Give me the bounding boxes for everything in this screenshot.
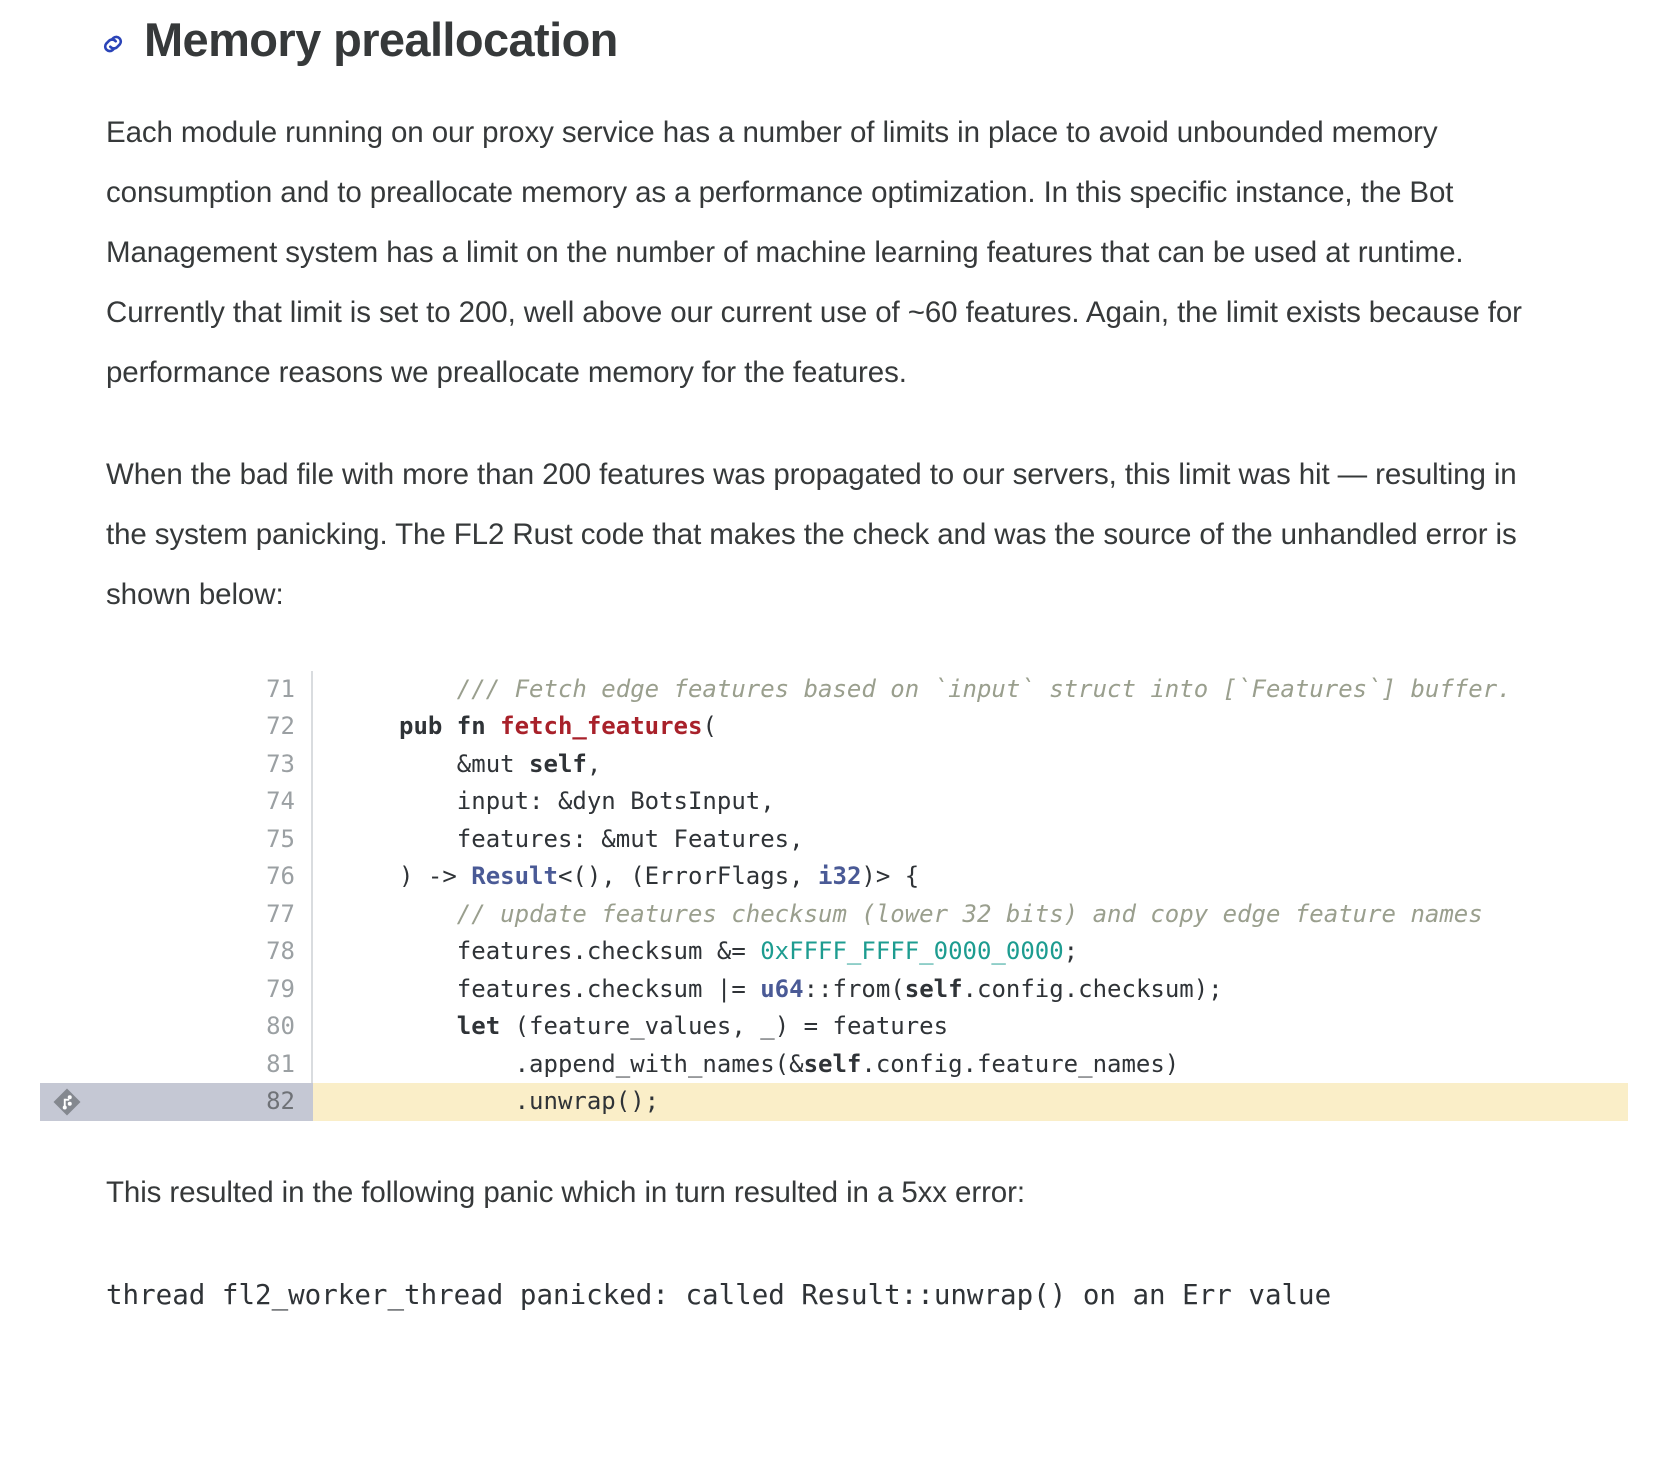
line-number-gutter: 71	[40, 670, 313, 709]
page-title: Memory preallocation	[144, 13, 618, 66]
line-number-gutter: 80	[40, 1008, 313, 1046]
panic-output: thread fl2_worker_thread panicked: calle…	[106, 1278, 1332, 1311]
article-body-lower: This resulted in the following panic whi…	[40, 1163, 1628, 1223]
code-token-plain: .unwrap();	[399, 1087, 660, 1116]
code-line-text: .append_with_names(&self.config.feature_…	[313, 1046, 1628, 1084]
paragraph-limit-hit: When the bad file with more than 200 fea…	[106, 457, 1517, 611]
line-number: 76	[266, 862, 295, 891]
line-number: 71	[266, 674, 295, 703]
code-token-plain: ;	[1063, 937, 1079, 966]
code-token-plain: (	[702, 712, 717, 741]
code-token-plain: features: &mut Features,	[399, 824, 804, 853]
code-token-comment: /// Fetch edge features based on `input`…	[456, 674, 1512, 703]
code-token-plain: ) ->	[399, 862, 472, 891]
code-line: 72 pub fn fetch_features(	[40, 708, 1628, 746]
line-number: 82	[266, 1087, 295, 1116]
code-token-plain: features.checksum |=	[399, 974, 761, 1003]
line-number: 81	[266, 1049, 295, 1078]
code-token-plain: .config.feature_names)	[861, 1049, 1180, 1078]
code-line: 78 features.checksum &= 0xFFFF_FFFF_0000…	[40, 933, 1628, 971]
code-line: 73 &mut self,	[40, 745, 1628, 784]
line-number: 74	[266, 787, 295, 816]
code-line: 79 features.checksum |= u64::from(self.c…	[40, 970, 1628, 1009]
article-body: Each module running on our proxy service…	[40, 103, 1628, 625]
code-token-fn: fetch_features	[500, 712, 703, 741]
code-token-comment: // update features checksum (lower 32 bi…	[456, 899, 1483, 928]
code-token-kw: pub fn	[399, 712, 501, 741]
code-line-text: .unwrap();	[313, 1083, 1628, 1121]
code-line-text: let (feature_values, _) = features	[313, 1008, 1628, 1046]
code-line-text: // update features checksum (lower 32 bi…	[313, 896, 1628, 934]
code-line-text: features.checksum &= 0xFFFF_FFFF_0000_00…	[313, 933, 1628, 971]
code-line: 75 features: &mut Features,	[40, 820, 1628, 859]
code-token-plain: ,	[586, 749, 602, 778]
code-token-plain	[399, 675, 457, 703]
line-number: 75	[266, 824, 295, 853]
line-number-gutter: 81	[40, 1045, 313, 1084]
code-token-plain: <(), (ErrorFlags,	[557, 862, 819, 891]
line-number: 78	[266, 937, 295, 966]
code-line-text: ) -> Result<(), (ErrorFlags, i32)> {	[313, 858, 1628, 896]
code-token-self: self	[803, 1049, 862, 1078]
code-line: 77 // update features checksum (lower 32…	[40, 895, 1628, 934]
code-token-plain: ::from(	[803, 974, 905, 1003]
code-line: 82 .unwrap();	[40, 1083, 1628, 1121]
section-heading: Memory preallocation	[40, 0, 1628, 67]
line-number: 79	[266, 974, 295, 1003]
code-token-plain: features.checksum &=	[399, 937, 761, 966]
code-line-text: input: &dyn BotsInput,	[313, 783, 1628, 821]
line-number: 72	[266, 712, 295, 741]
code-token-type: u64	[760, 974, 804, 1003]
line-number-gutter: 79	[40, 970, 313, 1009]
code-line-text: features.checksum |= u64::from(self.conf…	[313, 971, 1628, 1009]
line-number: 80	[266, 1012, 295, 1041]
line-number-gutter: 82	[40, 1083, 313, 1121]
line-number-gutter: 77	[40, 895, 313, 934]
code-token-num: 0xFFFF_FFFF_0000_0000	[760, 937, 1064, 966]
line-number: 77	[266, 899, 295, 928]
code-token-plain: (feature_values, _) = features	[500, 1012, 949, 1041]
code-token-self: self	[529, 749, 587, 778]
paragraph-memory-limits: Each module running on our proxy service…	[106, 115, 1522, 389]
line-number-gutter: 72	[40, 708, 313, 746]
code-line: 81 .append_with_names(&self.config.featu…	[40, 1045, 1628, 1084]
code-line-text: /// Fetch edge features based on `input`…	[313, 671, 1628, 709]
line-number-gutter: 76	[40, 858, 313, 896]
code-token-type: Result	[471, 862, 558, 891]
line-number-gutter: 74	[40, 783, 313, 821]
code-line: 71 /// Fetch edge features based on `inp…	[40, 670, 1628, 709]
code-token-plain: )> {	[861, 862, 920, 891]
code-token-plain: input: &dyn BotsInput,	[399, 787, 775, 816]
line-number: 73	[266, 749, 295, 778]
article-page: Memory preallocation Each module running…	[40, 0, 1628, 1311]
paragraph-panic-intro: This resulted in the following panic whi…	[106, 1175, 1025, 1209]
code-line-text: pub fn fetch_features(	[313, 708, 1628, 746]
code-token-plain: .config.checksum);	[962, 974, 1223, 1003]
line-number-gutter: 75	[40, 820, 313, 859]
code-token-type: i32	[818, 862, 862, 891]
link-icon[interactable]	[100, 31, 126, 57]
code-line-text: &mut self,	[313, 746, 1628, 784]
code-token-plain	[399, 1012, 457, 1040]
code-line: 80 let (feature_values, _) = features	[40, 1008, 1628, 1046]
code-token-self: self	[904, 974, 963, 1003]
line-number-gutter: 73	[40, 745, 313, 784]
rust-code-block[interactable]: 71 /// Fetch edge features based on `inp…	[40, 670, 1628, 1121]
code-token-plain: .append_with_names(&	[399, 1049, 804, 1078]
code-token-kw: let	[456, 1012, 501, 1041]
code-token-plain	[399, 900, 457, 928]
code-token-plain: &mut	[399, 749, 530, 778]
code-line: 76 ) -> Result<(), (ErrorFlags, i32)> {	[40, 858, 1628, 896]
code-line-text: features: &mut Features,	[313, 821, 1628, 859]
code-line: 74 input: &dyn BotsInput,	[40, 783, 1628, 821]
git-diamond-icon[interactable]	[52, 1087, 82, 1117]
line-number-gutter: 78	[40, 933, 313, 971]
